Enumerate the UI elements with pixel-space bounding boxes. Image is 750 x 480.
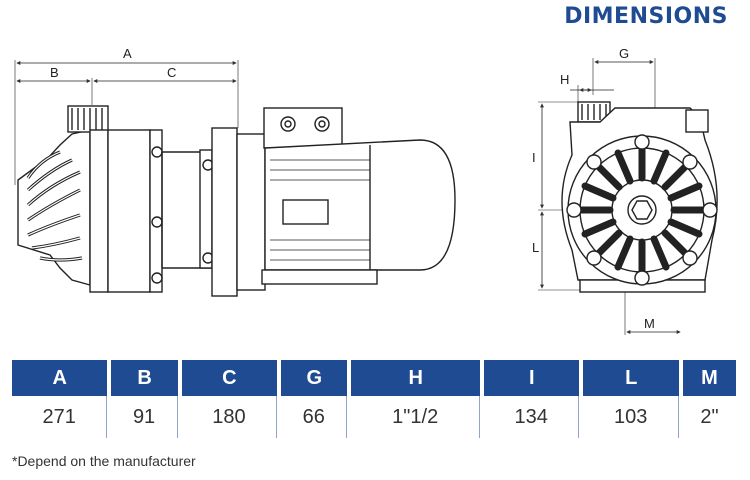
dimension-label-m: M [644,316,655,331]
dimension-label-c: C [167,65,176,80]
dimension-label-l: L [532,240,539,255]
dimension-label-b: B [50,65,59,80]
dimension-label-i: I [532,150,536,165]
dimensions-table: A B C G H I L M 271 91 180 66 1"1/2 134 … [8,360,740,438]
side-view [14,60,456,297]
value-m: 2" [700,405,719,428]
table-header-row: A B C G H I L M [12,360,736,396]
value-i: 134 [484,396,580,438]
header-m: M [682,360,736,396]
value-c: 180 [182,396,278,438]
header-g: G [281,360,348,396]
footnote: *Depend on the manufacturer [12,453,196,469]
header-l: L [583,360,679,396]
value-l: 103 [583,396,679,438]
value-b: 91 [111,396,178,438]
dimension-label-h: H [560,72,569,87]
header-a: A [12,360,108,396]
value-h: 1"1/2 [351,396,481,438]
table-row: 271 91 180 66 1"1/2 134 103 2" [12,396,736,438]
header-h: H [351,360,481,396]
front-view [538,58,718,335]
page-title: DIMENSIONS [564,4,728,29]
dimension-label-a: A [123,46,132,61]
header-b: B [111,360,178,396]
pump-dimension-drawing: A B C G H I L M [14,46,718,335]
value-g: 66 [281,396,348,438]
dimension-label-g: G [619,46,629,61]
header-c: C [181,360,278,396]
value-a: 271 [12,396,108,438]
header-i: I [484,360,580,396]
